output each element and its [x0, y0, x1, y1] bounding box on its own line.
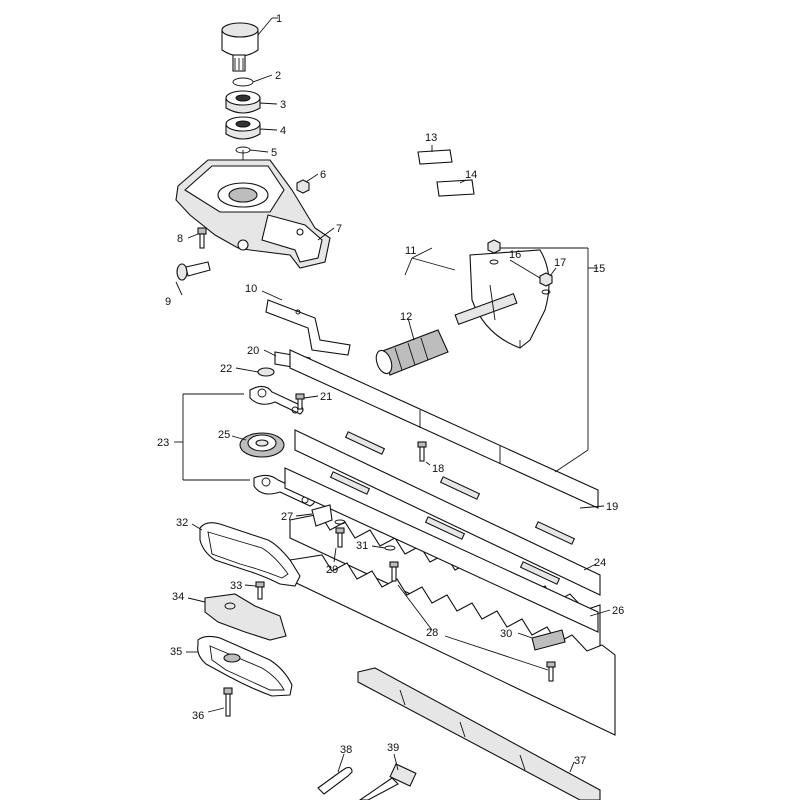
callout-25: 25 [218, 429, 230, 441]
part-21-screw [295, 393, 305, 410]
callout-labels: 1 2 3 4 5 6 7 8 9 10 11 12 13 14 15 16 1… [157, 13, 624, 767]
part-3-bearing [225, 90, 261, 114]
part-16-nut [487, 239, 501, 265]
callout-29: 29 [326, 564, 338, 576]
callout-5: 5 [271, 147, 277, 159]
callout-11: 11 [405, 245, 416, 257]
callout-32: 32 [176, 517, 188, 529]
callout-9: 9 [165, 296, 171, 308]
part-30-shim [531, 629, 566, 651]
part-17-nut [539, 272, 553, 295]
part-28-screw-2 [546, 661, 556, 682]
callout-3: 3 [280, 99, 286, 111]
part-7-gear-housing [175, 159, 331, 269]
part-4-bearing [225, 116, 261, 140]
part-32-gasket [199, 522, 301, 587]
callout-17: 17 [554, 257, 566, 269]
part-38-wrench [317, 766, 353, 795]
part-28-screw [389, 561, 399, 582]
part-36-screw [223, 687, 233, 717]
part-9-bolt [176, 261, 211, 281]
part-34-plate [204, 593, 287, 641]
callout-18: 18 [432, 463, 444, 475]
callout-19: 19 [606, 501, 618, 513]
part-29-screw [334, 519, 346, 548]
callout-35: 35 [170, 646, 182, 658]
callout-21: 21 [320, 391, 332, 403]
callout-24: 24 [594, 557, 606, 569]
callout-22: 22 [220, 363, 232, 375]
callout-36: 36 [192, 710, 204, 722]
part-19-guide-bar [289, 349, 599, 509]
callout-30: 30 [500, 628, 512, 640]
callout-28: 28 [426, 627, 438, 639]
part-13-label [417, 149, 453, 165]
part-27-clip [311, 504, 333, 527]
part-1-cap [221, 22, 259, 72]
part-22-washer [257, 367, 275, 377]
callout-37: 37 [574, 755, 586, 767]
callout-26: 26 [612, 605, 624, 617]
part-26-lower-blade [289, 554, 616, 736]
callout-1: 1 [276, 13, 282, 25]
callout-14: 14 [465, 169, 477, 181]
part-6-nut [296, 179, 310, 194]
callout-27: 27 [281, 511, 293, 523]
callout-6: 6 [320, 169, 326, 181]
callout-16: 16 [509, 249, 521, 261]
callout-39: 39 [387, 742, 399, 754]
blade-bodies [284, 429, 601, 633]
callout-31: 31 [356, 540, 368, 552]
part-35-cover [197, 635, 293, 697]
callout-10: 10 [245, 283, 257, 295]
part-2-circlip [232, 77, 254, 87]
callout-8: 8 [177, 233, 183, 245]
callout-13: 13 [425, 132, 437, 144]
callout-7: 7 [336, 223, 342, 235]
callout-34: 34 [172, 591, 184, 603]
callout-38: 38 [340, 744, 352, 756]
part-14-label [436, 179, 475, 197]
leader-lines [174, 17, 611, 773]
part-33-screw [255, 581, 265, 600]
callout-23: 23 [157, 437, 169, 449]
callout-4: 4 [280, 125, 286, 137]
callout-12: 12 [400, 311, 412, 323]
part-12-grip [375, 329, 449, 376]
callout-20: 20 [247, 345, 259, 357]
part-11-guard [454, 249, 550, 349]
callout-33: 33 [230, 580, 242, 592]
callout-15: 15 [593, 263, 605, 275]
part-8-screw [197, 227, 207, 249]
part-39-socket-wrench [358, 763, 417, 801]
callout-2: 2 [275, 70, 281, 82]
part-23-clamp-upper [249, 385, 304, 415]
part-18-screw [417, 441, 427, 462]
part-10-bracket [265, 299, 351, 356]
part-25-gear [239, 432, 285, 458]
